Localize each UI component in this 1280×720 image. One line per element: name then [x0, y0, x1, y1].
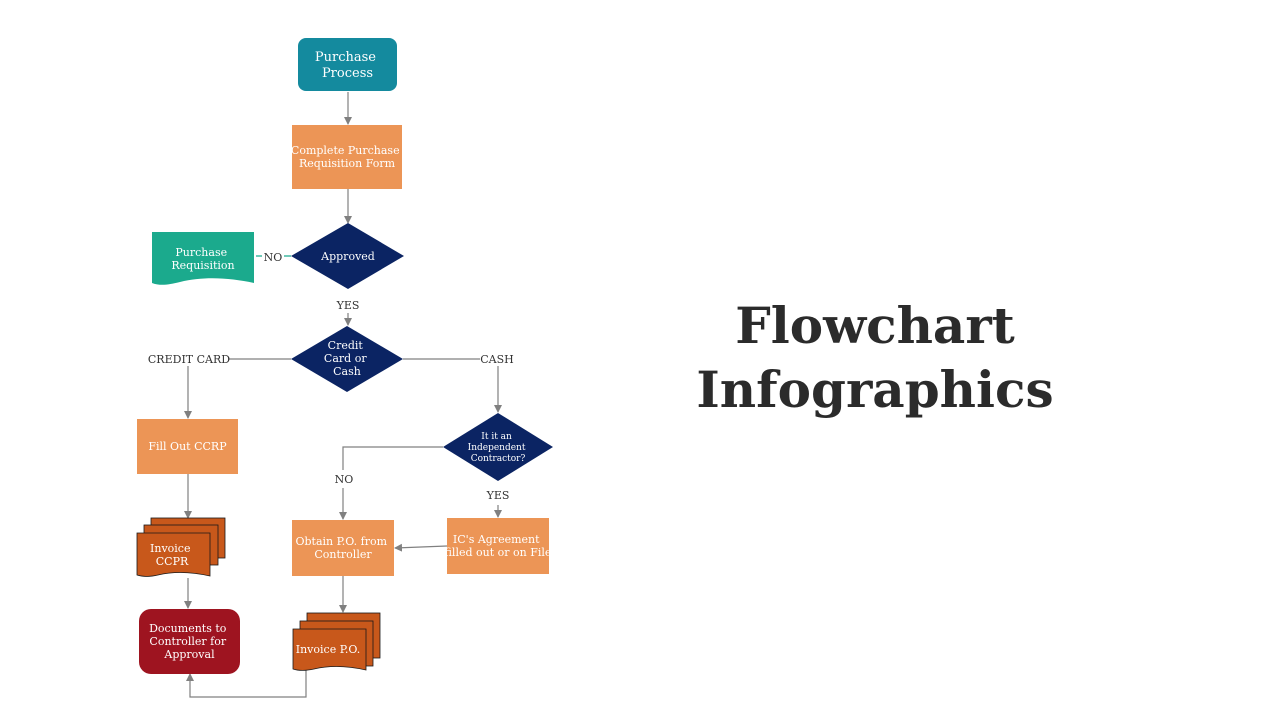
node-text: Approval — [163, 648, 215, 661]
label-credit-card: CREDIT CARD — [148, 353, 230, 366]
edge-labels: NO YES CREDIT CARD CASH NO YES — [148, 249, 514, 502]
svg-text:IC's Agreement filled ou: IC's Agreement filled out or on File — [445, 533, 552, 559]
node-text: Process — [322, 66, 373, 81]
title-line-2: Infographics — [696, 360, 1054, 419]
node-fill-out-ccrp: Fill Out CCRP — [137, 419, 238, 474]
node-approved: Approved — [291, 223, 404, 289]
label-contractor-yes: YES — [486, 489, 510, 502]
svg-text:Obtain P.O. from Control: Obtain P.O. from Controller — [295, 535, 390, 561]
decision-shape — [291, 223, 404, 289]
node-text: Approved — [320, 250, 375, 263]
node-text: Requisition Form — [299, 157, 396, 170]
node-documents-to-controller: Documents to Controller for Approval — [139, 609, 240, 674]
svg-text:Documents to Controller: Documents to Controller for Approval — [149, 622, 230, 661]
edge-contractor-no — [342, 446, 443, 470]
node-invoice-ccpr: Invoice CCPR — [136, 517, 226, 577]
node-text: Controller — [314, 548, 372, 561]
node-text: IC's Agreement — [453, 533, 540, 546]
process-shape — [447, 518, 549, 574]
svg-text:Purchase Process: Purchase Process — [315, 50, 380, 81]
svg-text:Complete Purchase Requis: Complete Purchase Requisition Form — [291, 144, 403, 170]
label-cash: CASH — [480, 353, 514, 366]
node-obtain-po: Obtain P.O. from Controller — [292, 520, 394, 576]
node-text: filled out or on File — [445, 546, 552, 559]
node-text: Cash — [333, 365, 361, 378]
node-text: Independent — [468, 443, 526, 453]
svg-text:It it an Independent: It it an Independent Contractor? — [468, 432, 529, 464]
start-shape — [298, 38, 397, 91]
node-text: Credit — [328, 339, 364, 352]
node-text: CCPR — [156, 555, 189, 568]
node-text: Fill Out CCRP — [148, 440, 227, 453]
node-text: Controller for — [149, 635, 226, 648]
label-background — [262, 249, 284, 263]
node-text: It it an — [481, 432, 512, 442]
label-approved-yes: YES — [336, 299, 360, 312]
node-invoice-po: Invoice P.O. — [292, 612, 381, 671]
decision-shape — [291, 326, 403, 392]
edge-credit-card — [184, 358, 291, 419]
svg-text:Invoice P.O.: Invoice P.O. — [296, 643, 361, 656]
page-title: Flowchart Infographics — [690, 294, 1060, 422]
process-shape — [292, 125, 402, 189]
node-complete-requisition: Complete Purchase Requisition Form — [291, 125, 403, 189]
label-contractor-no: NO — [335, 473, 354, 486]
node-text: Contractor? — [471, 454, 526, 464]
node-ic-agreement: IC's Agreement filled out or on File — [445, 518, 552, 574]
document-stack-front — [136, 532, 211, 577]
node-credit-or-cash: Credit Card or Cash — [291, 326, 403, 392]
node-text: Invoice — [150, 542, 190, 555]
terminal-shape — [139, 609, 240, 674]
svg-text:Invoice CCPR: Invoice CCPR — [150, 542, 194, 568]
node-text: Obtain P.O. from — [295, 535, 387, 548]
svg-text:Purchase Requisition: Purchase Requisition — [171, 246, 234, 272]
edge-invoice-po-to-documents — [186, 670, 307, 698]
label-background — [150, 352, 228, 366]
node-text: Documents to — [149, 622, 227, 635]
label-background — [480, 352, 514, 366]
process-shape — [137, 419, 238, 474]
edge-cash — [403, 358, 502, 413]
document-shape — [152, 232, 254, 285]
label-approved-no: NO — [264, 251, 283, 264]
node-text: Purchase — [175, 246, 227, 259]
node-purchase-requisition: Purchase Requisition — [152, 232, 254, 285]
node-text: Complete Purchase — [291, 144, 400, 157]
edge-agreement-to-po — [394, 543, 448, 552]
node-independent-contractor: It it an Independent Contractor? — [443, 413, 553, 481]
svg-text:Credit Card or Cas: Credit Card or Cash — [324, 339, 370, 378]
svg-text:Fill Out CCRP: Fill Out CCRP — [148, 440, 227, 453]
decision-shape — [443, 413, 553, 481]
node-text: Requisition — [171, 259, 234, 272]
document-stack-front — [292, 628, 367, 671]
node-text: Purchase — [315, 50, 376, 65]
title-line-1: Flowchart — [735, 296, 1015, 355]
node-text: Card or — [324, 352, 367, 365]
node-text: Invoice P.O. — [296, 643, 361, 656]
process-shape — [292, 520, 394, 576]
svg-text:Approved: Approved — [320, 250, 375, 263]
node-purchase-process: Purchase Process — [298, 38, 397, 91]
